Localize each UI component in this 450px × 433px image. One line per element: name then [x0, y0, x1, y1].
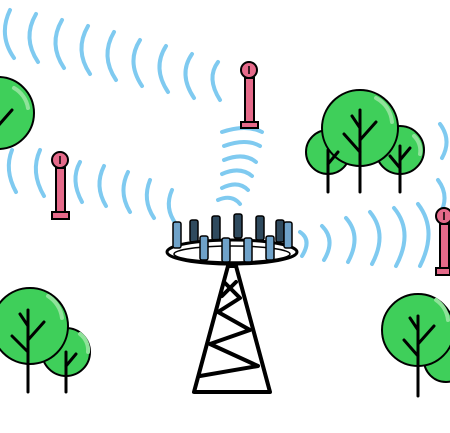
- receiver-antenna-top-icon: [240, 61, 259, 129]
- signal-waves: [2, 8, 449, 268]
- cell-tower-icon: [165, 213, 299, 394]
- receiver-antenna-left-icon: [51, 151, 70, 220]
- tree-top-left-icon: [0, 76, 35, 150]
- receiver-antenna-right-icon: [435, 207, 450, 276]
- tree-cluster-top-right-icon: [305, 89, 425, 194]
- tree-cluster-bottom-left-icon: [0, 287, 91, 394]
- tree-cluster-bottom-right-icon: [381, 293, 450, 398]
